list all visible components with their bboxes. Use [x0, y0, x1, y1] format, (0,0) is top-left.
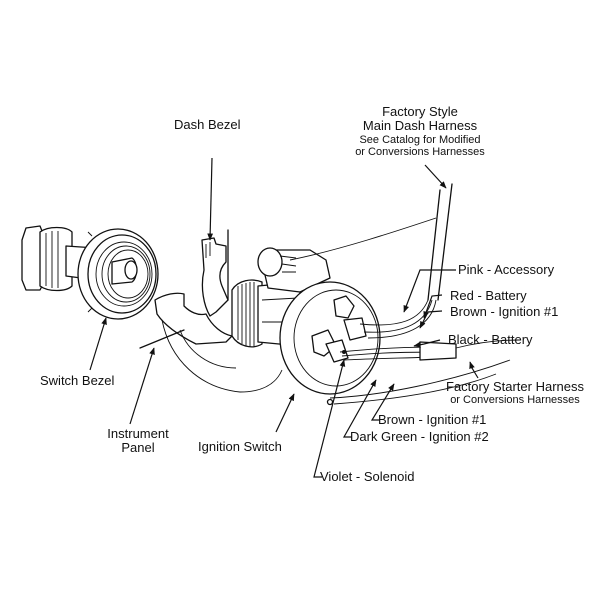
starter-harness-label: Factory Starter Harness or Conversions H…	[430, 379, 600, 407]
switch-bezel-label: Switch Bezel	[40, 373, 115, 388]
ignition-switch-part	[231, 247, 381, 406]
main-harness-note-1: See Catalog for Modified	[359, 133, 481, 146]
starter-harness-title: Factory Starter Harness	[446, 379, 584, 394]
wire-label-red: Red - Battery	[450, 288, 527, 303]
switch-bezel-part	[21, 225, 159, 320]
instrument-panel-label: Instrument Panel	[88, 426, 188, 456]
wire-label-violet: Violet - Solenoid	[320, 469, 415, 484]
main-harness-label: Factory Style Main Dash Harness See Cata…	[320, 104, 520, 158]
wire-label-brown-bottom: Brown - Ignition #1	[378, 412, 487, 427]
wire-label-pink: Pink - Accessory	[458, 262, 555, 277]
instrument-panel-line-1: Instrument	[107, 426, 169, 441]
main-harness-title-1: Factory Style	[382, 104, 458, 119]
wire-label-brown-top: Brown - Ignition #1	[450, 304, 559, 319]
dash-bezel-label: Dash Bezel	[174, 117, 241, 132]
starter-harness-wires	[329, 339, 521, 405]
dash-panel-part	[139, 229, 283, 393]
main-harness-title-2: Main Dash Harness	[362, 118, 478, 134]
wire-label-black: Black - Battery	[448, 332, 533, 347]
main-harness-note-2: or Conversions Harnesses	[355, 145, 485, 158]
leader-lines	[89, 157, 479, 478]
instrument-panel-line-2: Panel	[121, 440, 155, 456]
starter-harness-note: or Conversions Harnesses	[450, 394, 580, 407]
main-dash-harness-wires	[289, 183, 453, 339]
wire-label-dark-green: Dark Green - Ignition #2	[350, 429, 489, 444]
ignition-switch-label: Ignition Switch	[198, 439, 282, 454]
